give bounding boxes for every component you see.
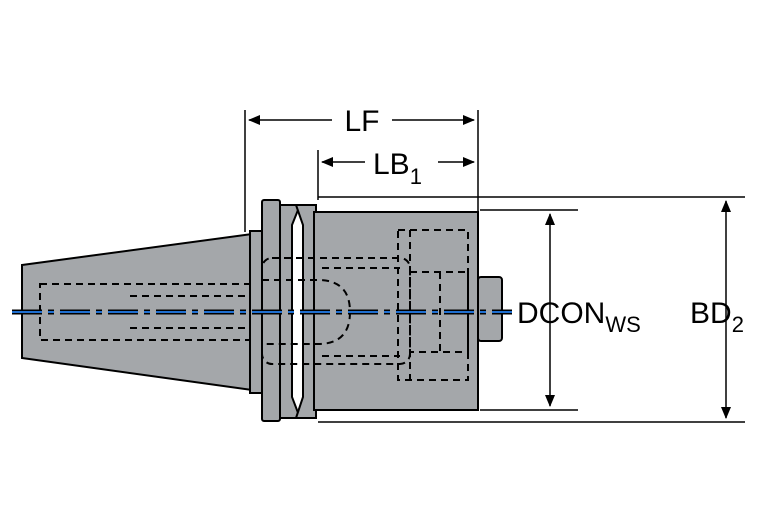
dcon-label: DCONWS	[517, 297, 641, 337]
dcon-label-main: DCON	[517, 297, 605, 330]
bd2-label: BD2	[690, 297, 744, 337]
extension-lines	[244, 110, 745, 423]
dcon-label-sub: WS	[605, 312, 640, 337]
lf-label: LF	[344, 105, 379, 138]
lb1-label: LB1	[373, 148, 422, 189]
lb1-label-sub: 1	[410, 164, 422, 189]
bd2-label-main: BD	[690, 297, 732, 330]
bd2-label-sub: 2	[732, 312, 744, 337]
lb1-label-main: LB	[373, 148, 410, 181]
end-stud	[477, 276, 503, 342]
